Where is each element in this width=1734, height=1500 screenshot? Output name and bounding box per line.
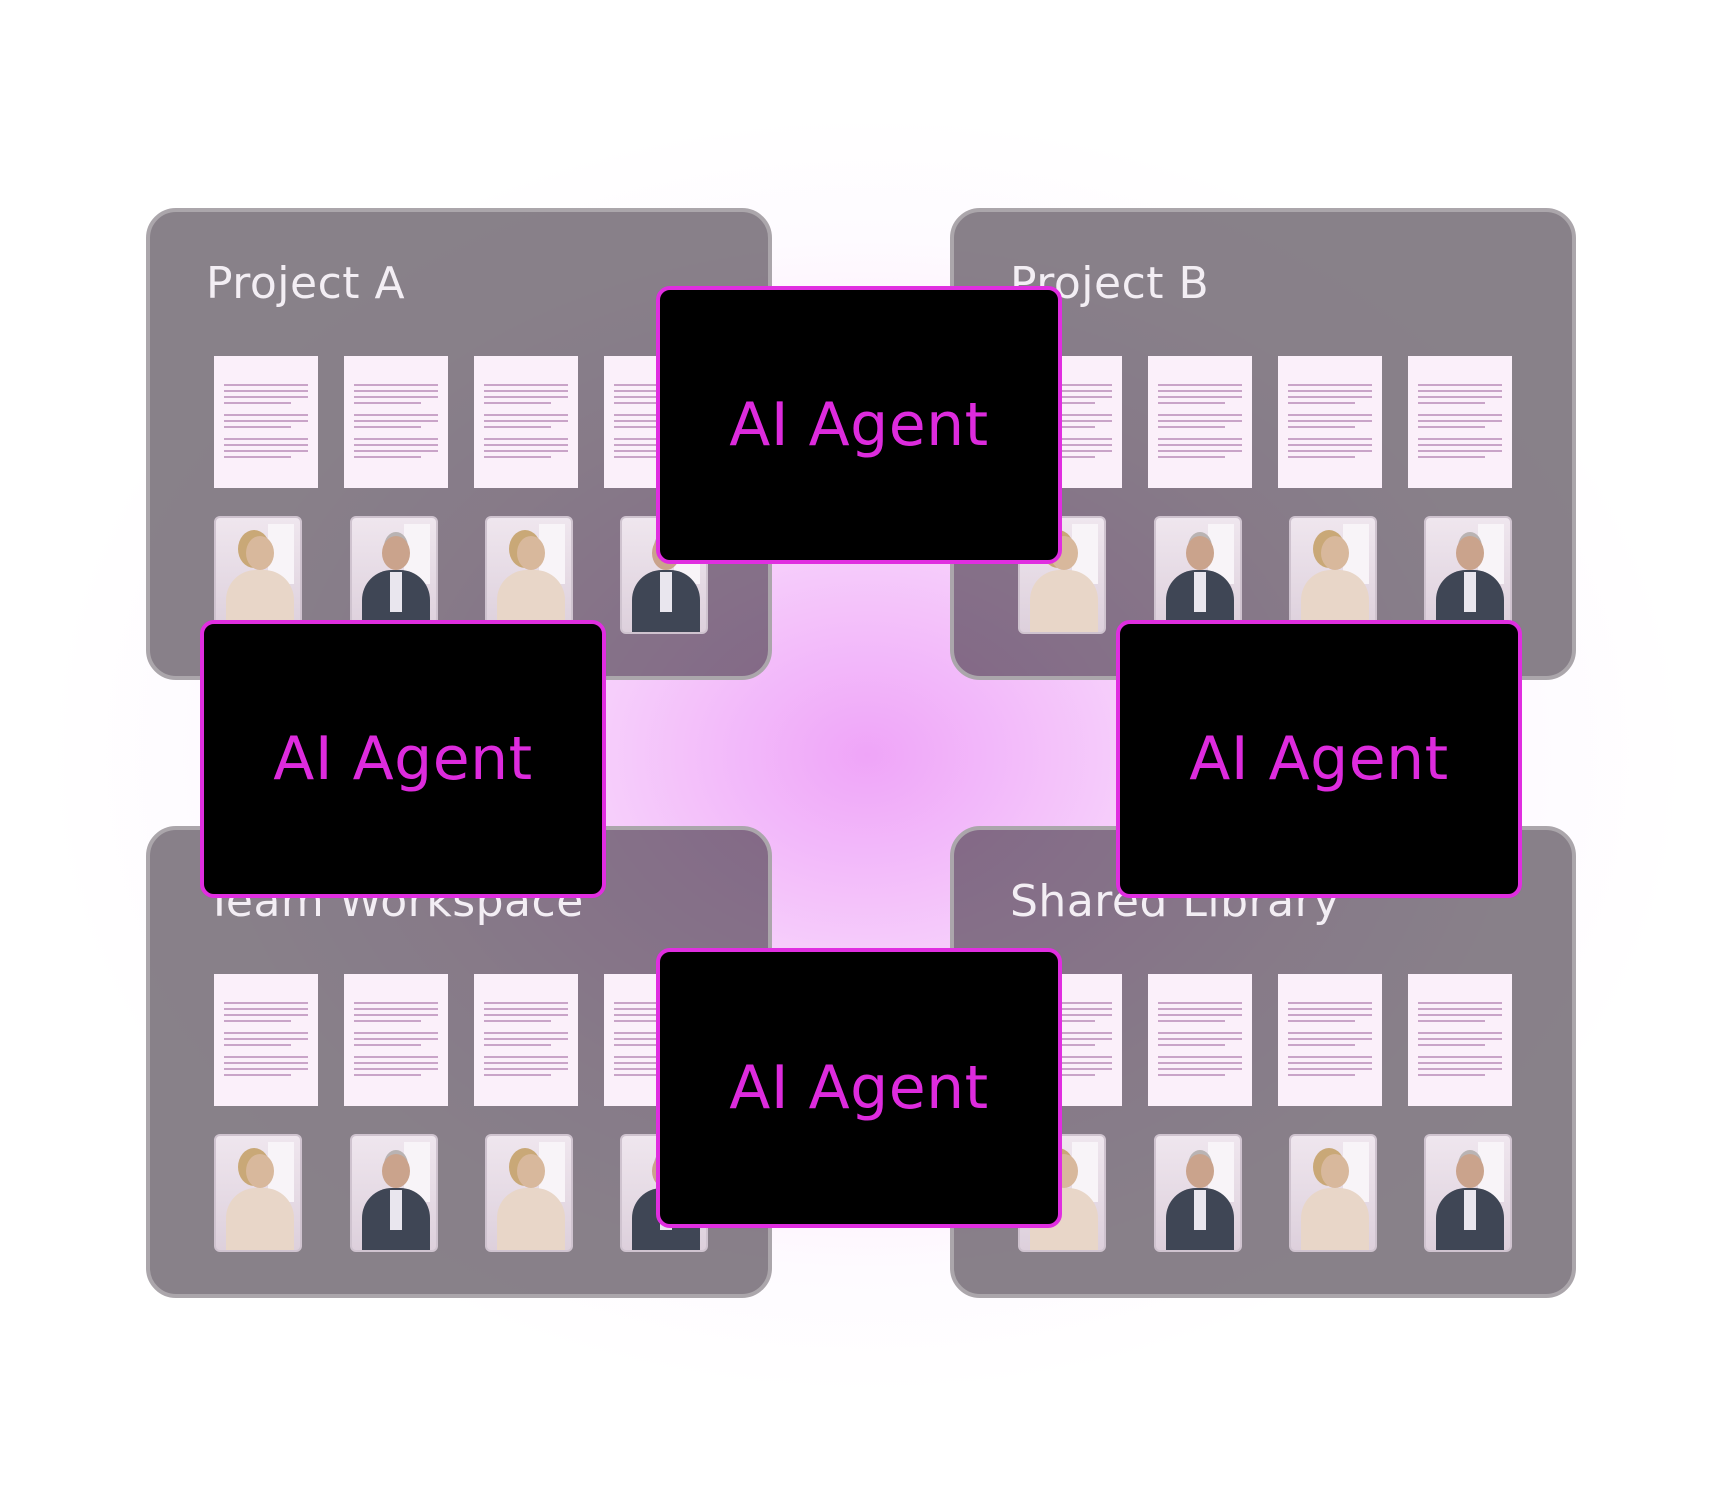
document-thumbnail-icon[interactable] [344,356,448,488]
document-thumbnail-icon[interactable] [214,974,318,1106]
document-thumbnail-icon[interactable] [214,356,318,488]
person-photo-man[interactable] [350,1134,438,1252]
person-photo-man[interactable] [350,516,438,634]
ai-agent-label: AI Agent [729,390,988,460]
ai-agent-label: AI Agent [1189,724,1448,794]
person-photo-woman[interactable] [214,516,302,634]
document-thumbnail-icon[interactable] [1408,356,1512,488]
ai-agent-label: AI Agent [273,724,532,794]
document-thumbnail-icon[interactable] [1408,974,1512,1106]
document-thumbnail-icon[interactable] [1148,356,1252,488]
document-thumbnail-icon[interactable] [1148,974,1252,1106]
person-photo-woman[interactable] [1289,516,1377,634]
person-photo-woman[interactable] [1289,1134,1377,1252]
document-thumbnail-icon[interactable] [344,974,448,1106]
document-thumbnail-icon[interactable] [474,974,578,1106]
ai-agent-box-bottom[interactable]: AI Agent [656,948,1062,1228]
person-photo-woman[interactable] [214,1134,302,1252]
person-photo-man[interactable] [1424,1134,1512,1252]
document-thumbnail-icon[interactable] [474,356,578,488]
person-photo-woman[interactable] [485,1134,573,1252]
ai-agent-box-right[interactable]: AI Agent [1116,620,1522,898]
person-photo-man[interactable] [1154,516,1242,634]
person-photo-man[interactable] [1154,1134,1242,1252]
ai-agent-box-top[interactable]: AI Agent [656,286,1062,564]
ai-agent-box-left[interactable]: AI Agent [200,620,606,898]
document-thumbnail-icon[interactable] [1278,356,1382,488]
person-photo-woman[interactable] [485,516,573,634]
panel-title: Project A [206,258,405,309]
document-thumbnail-icon[interactable] [1278,974,1382,1106]
person-photo-man[interactable] [1424,516,1512,634]
ai-agent-label: AI Agent [729,1053,988,1123]
